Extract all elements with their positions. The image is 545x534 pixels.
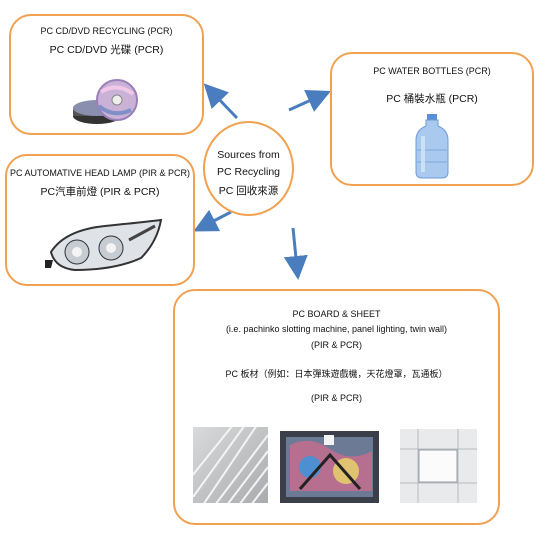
cd-title-zh: PC CD/DVD 光碟 (PCR) bbox=[49, 44, 164, 56]
water-title-en: PC WATER BOTTLES (PCR) bbox=[373, 66, 491, 76]
board-title-en: PC BOARD & SHEET bbox=[292, 309, 381, 319]
cd-stack-image bbox=[73, 79, 138, 124]
pachinko-machine-image bbox=[280, 431, 379, 503]
arrow-to-board bbox=[283, 227, 308, 280]
head-lamp-image bbox=[45, 218, 163, 272]
water-bottles-box: PC WATER BOTTLES (PCR) PC 桶裝水瓶 (PCR) bbox=[330, 52, 534, 186]
lamp-title-en: PC AUTOMATIVE HEAD LAMP (PIR & PCR) bbox=[9, 168, 191, 178]
center-line-2: PC Recycling bbox=[216, 166, 281, 178]
head-lamp-box: PC AUTOMATIVE HEAD LAMP (PIR & PCR) PC汽車… bbox=[5, 154, 195, 286]
arrow-to-cd bbox=[203, 83, 239, 120]
center-line-3: PC 回收來源 bbox=[218, 185, 279, 197]
board-subtitle: (i.e. pachinko slotting machine, panel l… bbox=[225, 324, 448, 334]
center-source-circle: Sources from PC Recycling PC 回收來源 bbox=[203, 121, 294, 216]
cd-title-en: PC CD/DVD RECYCLING (PCR) bbox=[40, 26, 173, 36]
water-title-zh: PC 桶裝水瓶 (PCR) bbox=[386, 93, 478, 105]
water-bottle-image bbox=[415, 114, 449, 179]
arrow-to-lamp bbox=[193, 209, 232, 232]
cd-recycling-box: PC CD/DVD RECYCLING (PCR) PC CD/DVD 光碟 (… bbox=[9, 14, 204, 135]
arrow-to-water bbox=[288, 90, 331, 112]
board-title-zh: PC 板材（例如：日本彈珠遊戲機，天花燈罩，瓦通板） bbox=[225, 369, 448, 379]
lamp-title-zh: PC汽車前燈 (PIR & PCR) bbox=[40, 186, 160, 198]
center-line-1: Sources from bbox=[217, 149, 280, 161]
twin-wall-sheet-image bbox=[193, 427, 268, 503]
board-sheet-box: PC BOARD & SHEET (i.e. pachinko slotting… bbox=[173, 289, 500, 525]
board-tag-2: (PIR & PCR) bbox=[310, 393, 362, 403]
board-tag-1: (PIR & PCR) bbox=[310, 340, 362, 350]
panel-lighting-image bbox=[400, 429, 477, 503]
